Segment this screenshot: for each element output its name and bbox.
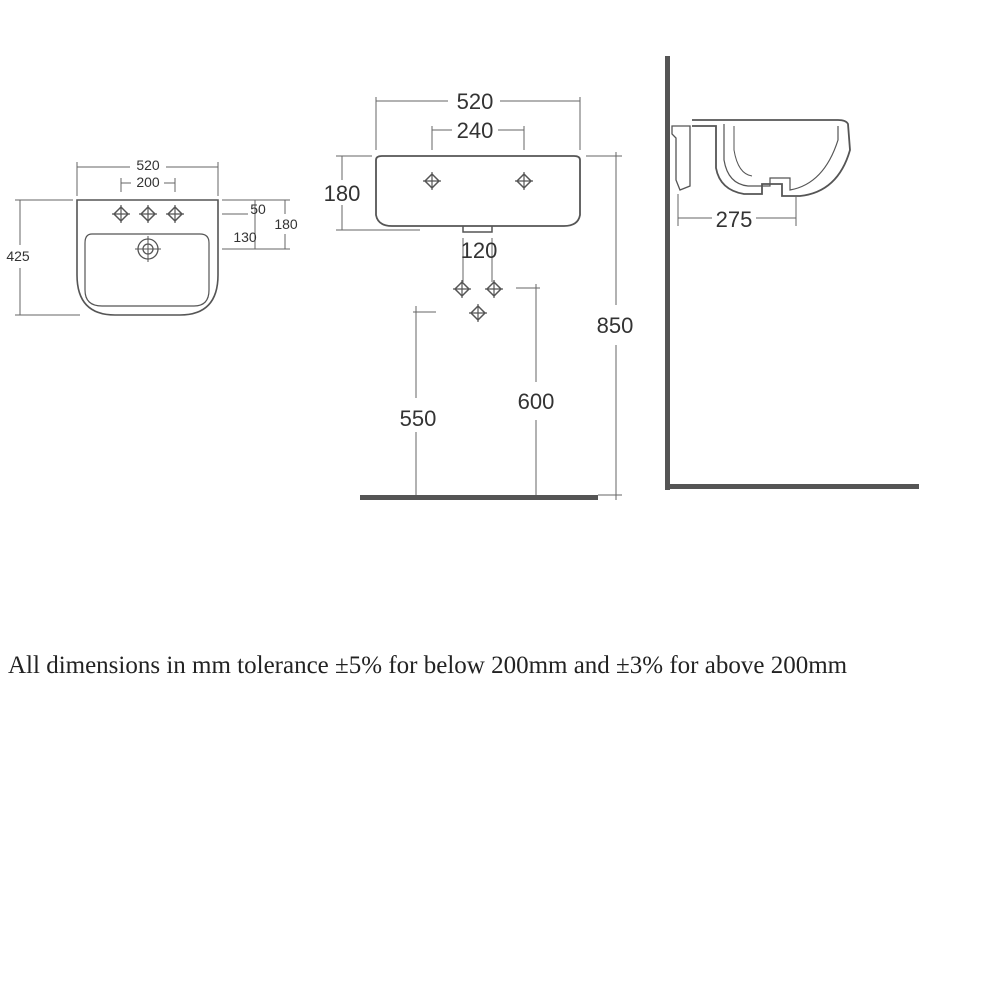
floor-line bbox=[360, 495, 598, 500]
front-view bbox=[336, 97, 622, 500]
tap-hole-icon bbox=[165, 204, 185, 224]
front-waste-label: 120 bbox=[461, 238, 498, 263]
tap-hole-icon bbox=[138, 204, 158, 224]
top-view bbox=[15, 162, 290, 316]
top-tap-centres-label: 200 bbox=[136, 174, 160, 190]
top-waste-offset-label: 130 bbox=[233, 229, 257, 245]
fixing-point-icon bbox=[452, 279, 472, 299]
wall bbox=[665, 56, 670, 490]
side-floor bbox=[665, 484, 919, 489]
top-overall-offset-label: 180 bbox=[274, 216, 298, 232]
tap-hole-icon bbox=[514, 171, 534, 191]
wall-bracket bbox=[671, 125, 691, 191]
top-width-label: 520 bbox=[136, 157, 160, 173]
front-tap-centres-label: 240 bbox=[457, 118, 494, 143]
side-projection-label: 275 bbox=[716, 207, 753, 232]
front-height-label: 180 bbox=[324, 181, 361, 206]
fixing-point-icon bbox=[484, 279, 504, 299]
fixing-point-icon bbox=[468, 303, 488, 323]
floor-550-label: 550 bbox=[400, 406, 437, 431]
top-depth-label: 425 bbox=[6, 248, 30, 264]
top-tap-offset-label: 50 bbox=[250, 201, 266, 217]
tap-hole-icon bbox=[111, 204, 131, 224]
waste-outlet-icon bbox=[135, 236, 161, 262]
waste-spigot bbox=[462, 226, 493, 233]
basin-outline-front bbox=[375, 155, 581, 227]
tap-hole-icon bbox=[422, 171, 442, 191]
basin-section bbox=[692, 119, 851, 197]
basin-outline-plan bbox=[76, 199, 219, 316]
side-view bbox=[665, 56, 919, 490]
rim-height-label: 850 bbox=[597, 313, 634, 338]
floor-600-label: 600 bbox=[518, 389, 555, 414]
tolerance-note: All dimensions in mm tolerance ±5% for b… bbox=[8, 652, 848, 679]
bowl-outline-plan bbox=[84, 233, 210, 307]
front-width-label: 520 bbox=[457, 89, 494, 114]
